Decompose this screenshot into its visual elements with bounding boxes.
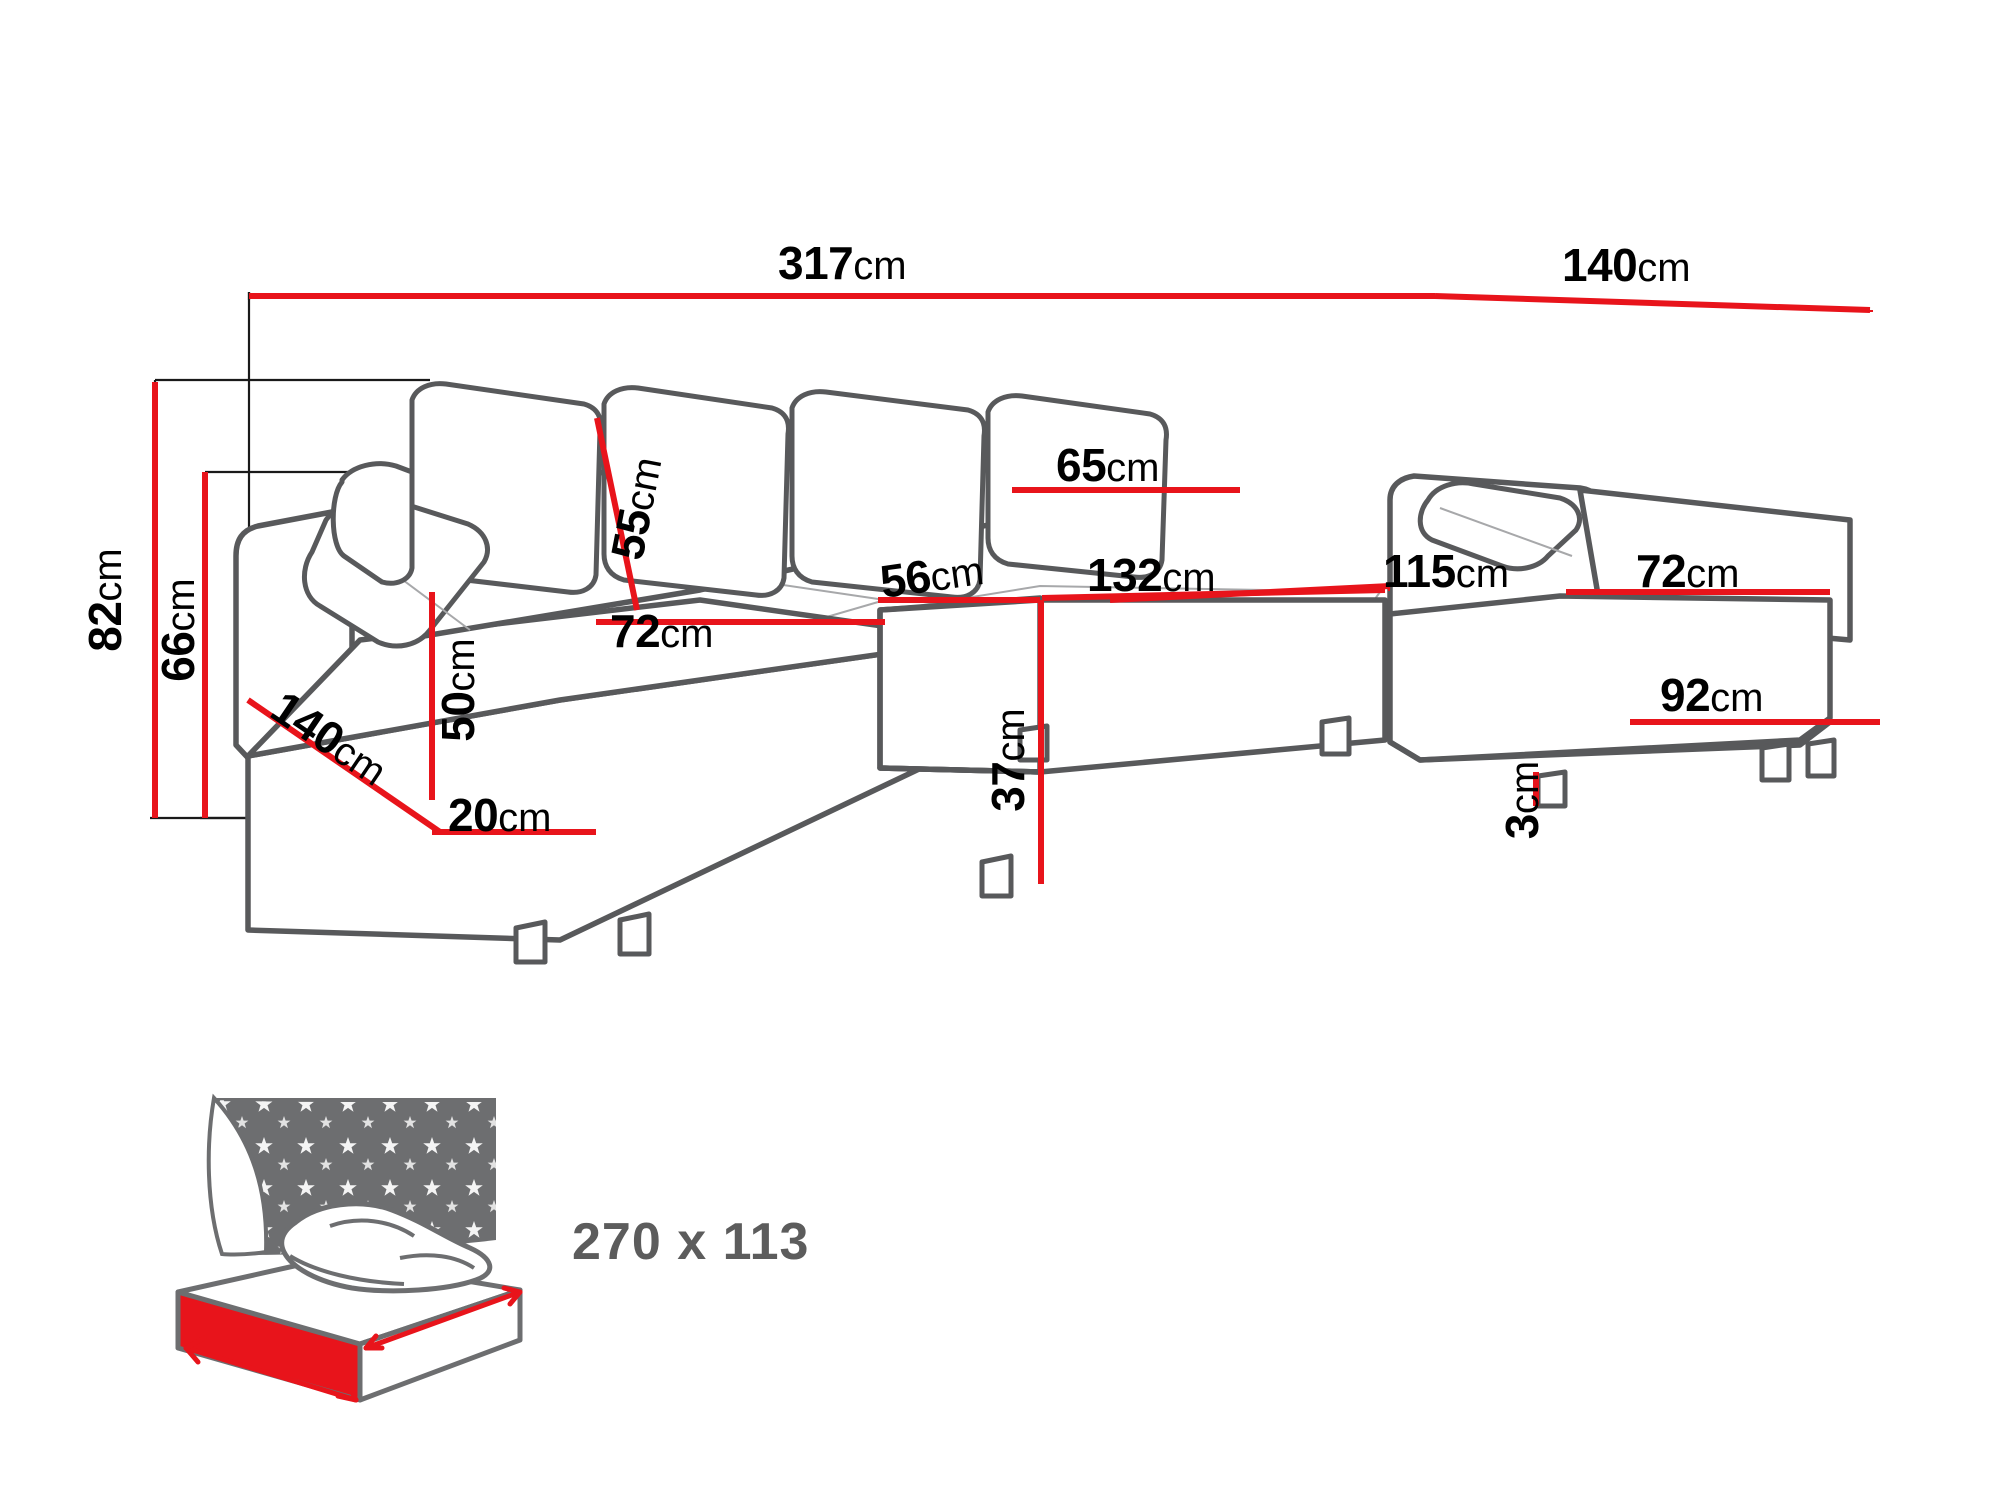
sofa-legs (513, 715, 1837, 965)
right-accent-pillow (1417, 480, 1582, 572)
dimension-label-seat-depth-left: 72cm (610, 608, 714, 654)
dimension-label-right-seat-width: 115cm (1383, 548, 1509, 594)
dimension-unit: cm (660, 612, 714, 656)
bedding-crease-1 (329, 1218, 416, 1238)
bedding-crease-3 (288, 1254, 405, 1286)
left-inner-pillow (330, 461, 415, 586)
dimension-label-right-seat-depth: 72cm (1636, 548, 1740, 594)
dimension-unit: cm (1686, 552, 1740, 596)
dimension-unit: cm (853, 244, 907, 288)
dimension-value: 72 (610, 605, 661, 657)
dimension-label-right-module-width: 92cm (1660, 672, 1764, 718)
duvet-fold (206, 1093, 269, 1257)
sleeping-area-label: 270 x 113 (572, 1213, 810, 1271)
dimension-label-armrest-width: 20cm (448, 792, 552, 838)
dimension-unit: cm (1455, 552, 1510, 596)
dimension-unit: cm (1162, 556, 1216, 600)
right-pillow-crease (1439, 507, 1573, 557)
dimension-unit: cm (1637, 246, 1691, 290)
dimension-value: 72 (1636, 545, 1687, 597)
dimension-unit: cm (498, 796, 552, 840)
dimension-value: 132 (1087, 549, 1163, 601)
dimension-value: 20 (448, 789, 499, 841)
dimension-label-cushion-width: 65cm (1056, 442, 1160, 488)
dimension-unit: cm (1106, 446, 1160, 490)
bed-dimension-arrows (183, 1285, 523, 1403)
dimension-unit: cm (1710, 676, 1764, 720)
dimension-label-center-seat-width: 132cm (1087, 552, 1216, 598)
mattress-right-side (357, 1287, 523, 1403)
bedding-crease-2 (399, 1253, 476, 1270)
dimension-value: 65 (1056, 439, 1107, 491)
dimension-value: 140 (1562, 239, 1638, 291)
dimension-value: 115 (1383, 545, 1456, 597)
bed-with-bedding-icon (175, 1093, 523, 1403)
dimension-label-total-width: 317cm (778, 240, 907, 286)
dimension-value: 92 (1660, 669, 1711, 721)
dimension-label-right-module-depth: 140cm (1562, 242, 1691, 288)
dimension-lines (152, 293, 1880, 884)
left-back-cushions (409, 381, 1169, 600)
dimension-value: 317 (778, 237, 854, 289)
